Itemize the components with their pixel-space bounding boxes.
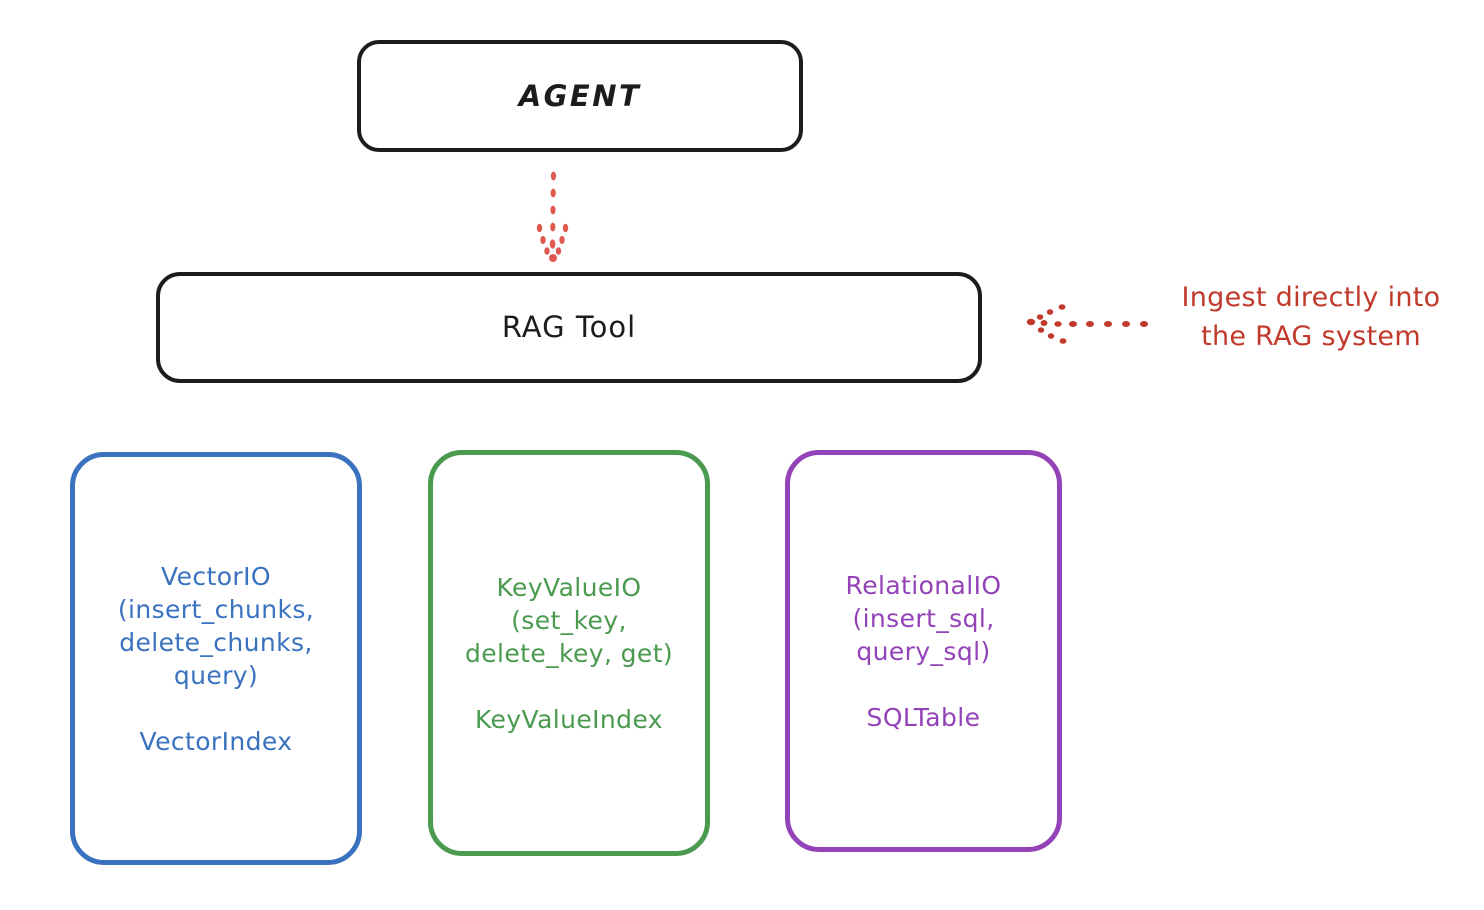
relational-io-node-label: RelationalIO (insert_sql, query_sql) SQL…	[845, 570, 1002, 732]
key-value-io-node[interactable]: KeyValueIO (set_key, delete_key, get) Ke…	[428, 450, 710, 856]
rag-tool-node-label: RAG Tool	[501, 310, 637, 345]
vector-io-node[interactable]: VectorIO (insert_chunks, delete_chunks, …	[70, 452, 362, 865]
rag-tool-node[interactable]: RAG Tool	[156, 272, 982, 383]
ingest-annotation-arrow-icon	[1026, 304, 1148, 344]
ingest-annotation-label: Ingest directly into the RAG system	[1181, 282, 1441, 353]
relational-io-node[interactable]: RelationalIO (insert_sql, query_sql) SQL…	[785, 450, 1062, 852]
agent-node-label: AGENT	[518, 78, 642, 113]
agent-to-rag-tool-arrow	[536, 171, 569, 262]
key-value-io-node-label: KeyValueIO (set_key, delete_key, get) Ke…	[464, 572, 674, 734]
agent-node[interactable]: AGENT	[357, 40, 803, 152]
vector-io-node-label: VectorIO (insert_chunks, delete_chunks, …	[117, 561, 315, 756]
